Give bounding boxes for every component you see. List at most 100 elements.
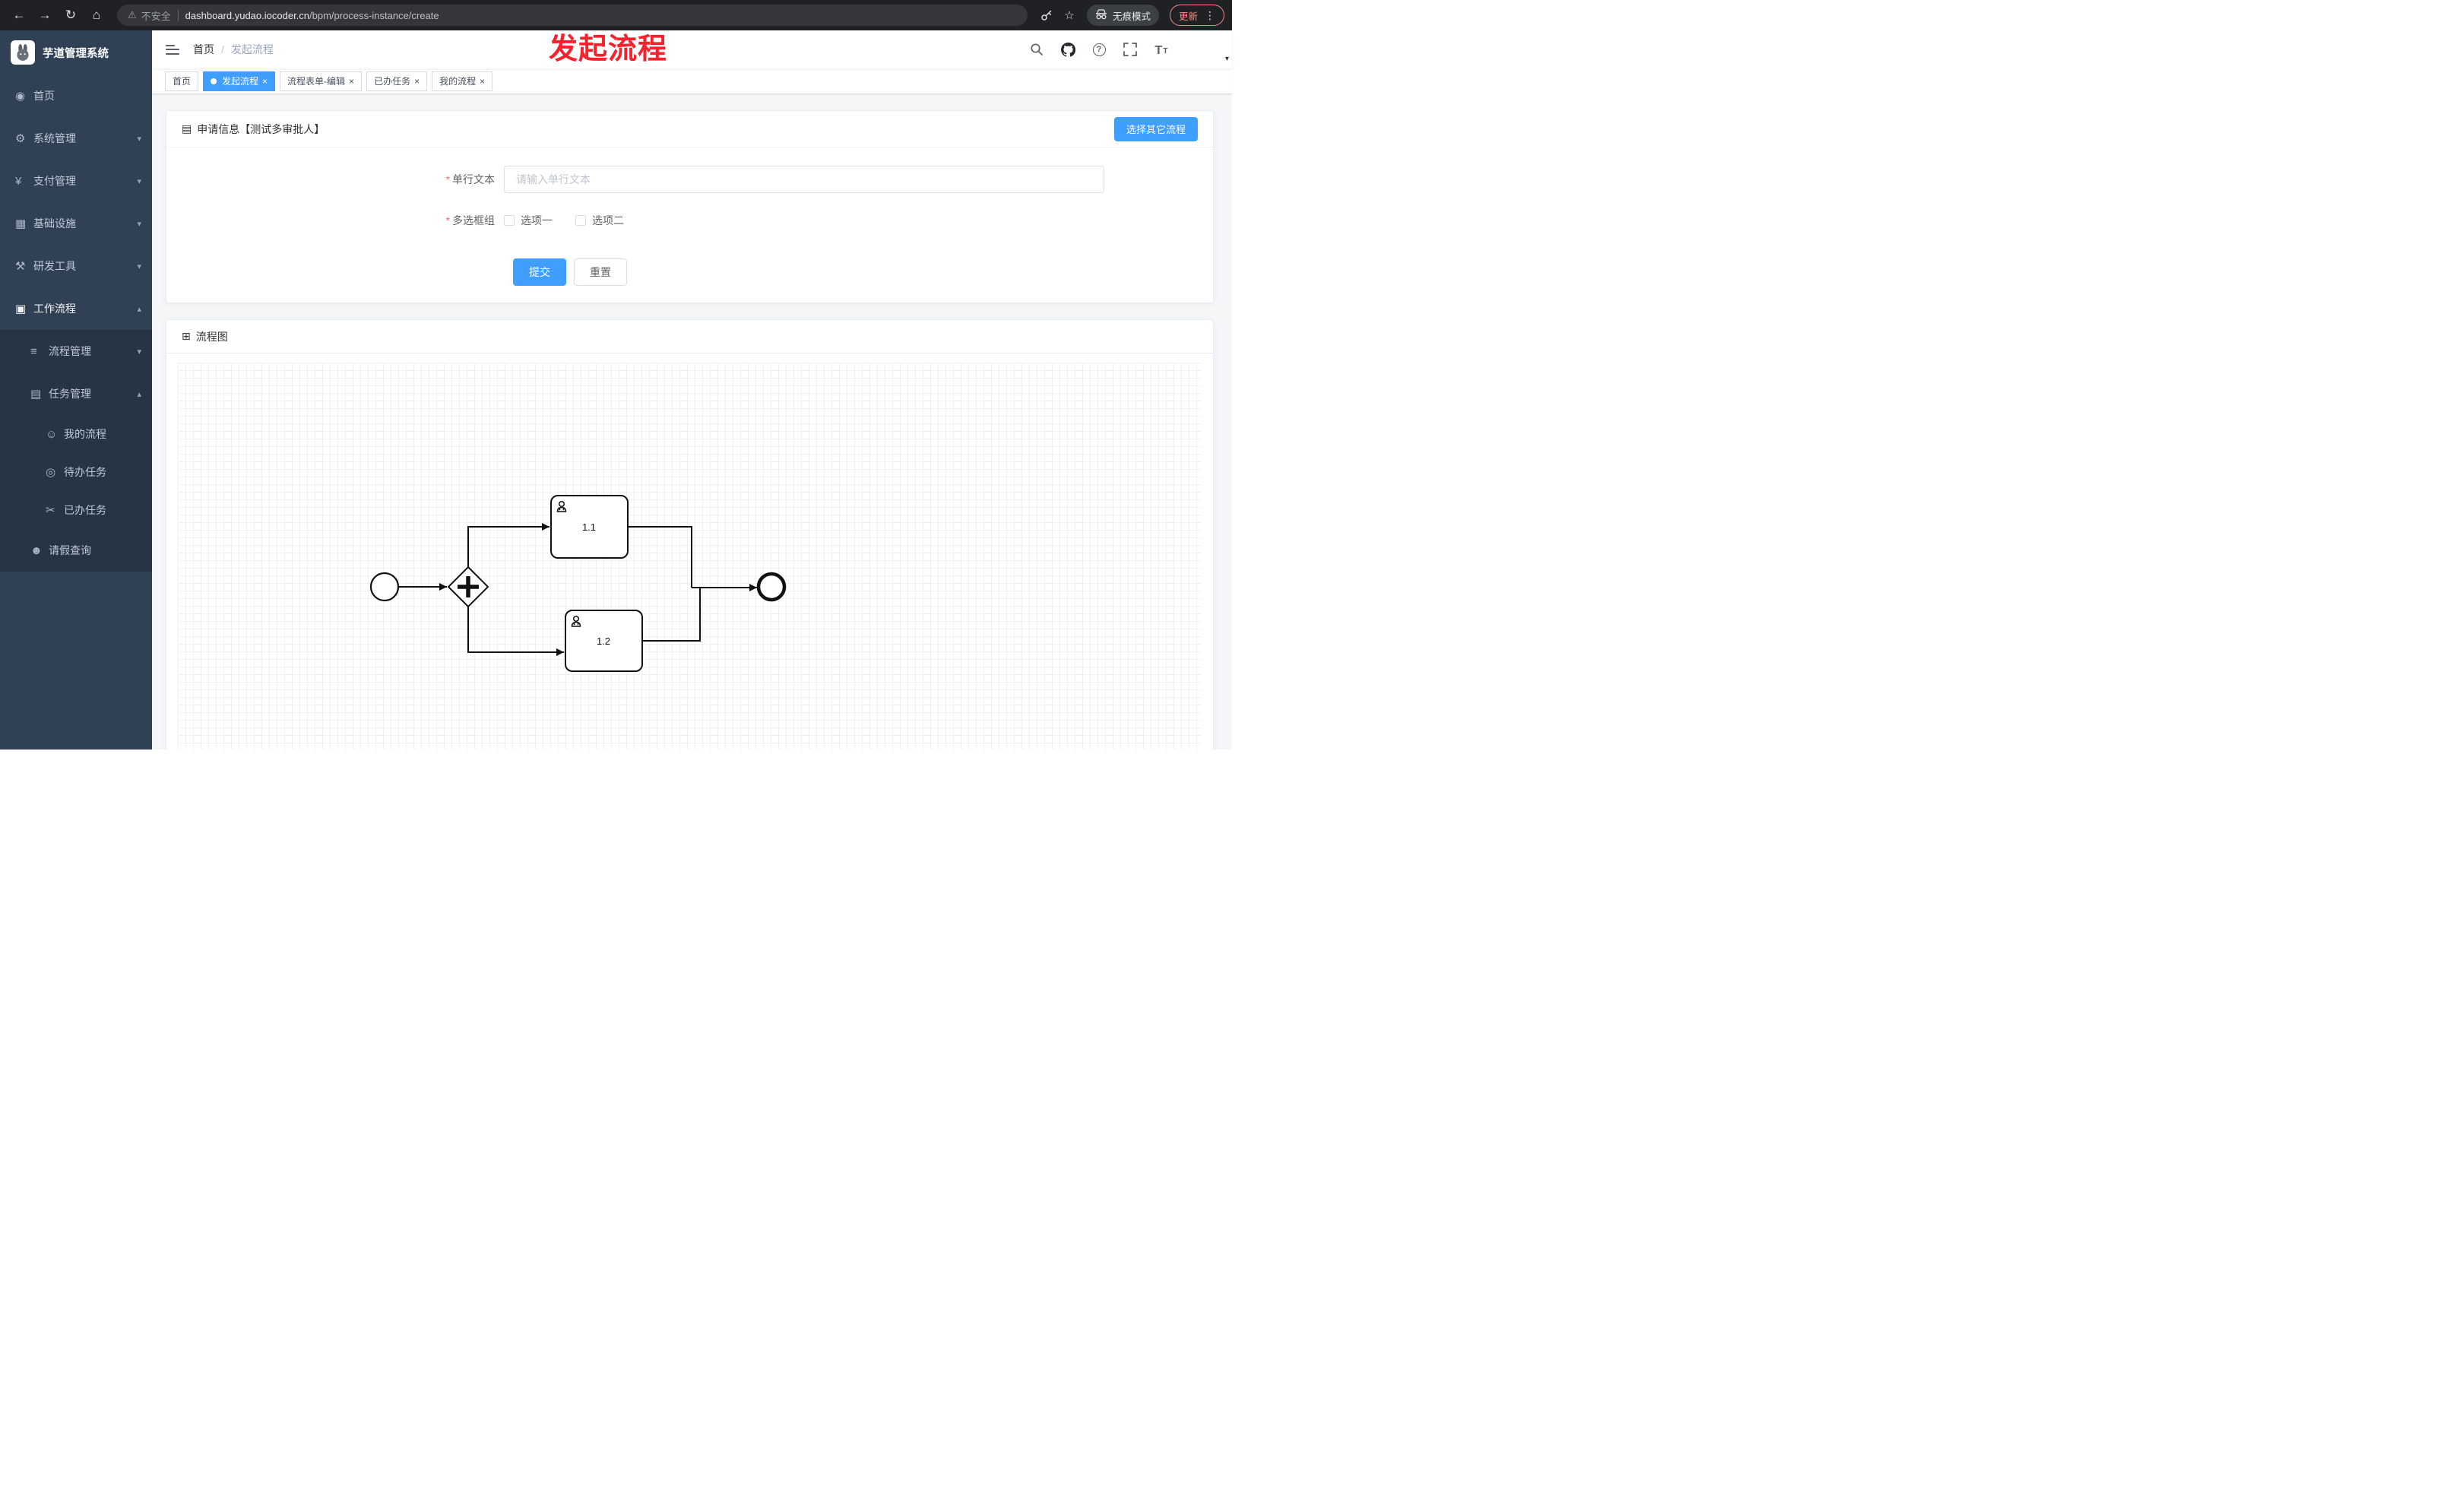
incognito-badge: 无痕模式: [1086, 5, 1159, 26]
address-bar[interactable]: ⚠ 不安全 dashboard.yudao.iocoder.cn/bpm/pro…: [117, 5, 1028, 26]
task2-label: 1.2: [597, 635, 610, 647]
diagram-card-header: ⊞ 流程图: [166, 320, 1213, 353]
security-indicator[interactable]: ⚠ 不安全: [128, 8, 171, 23]
single-line-text-label: *单行文本: [445, 173, 495, 185]
sidebar-item-my-process[interactable]: ☺ 我的流程: [46, 427, 106, 441]
user-icon: [571, 615, 581, 627]
app-logo[interactable]: 芋道管理系统: [0, 30, 152, 74]
fullscreen-icon[interactable]: [1123, 42, 1138, 57]
bpmn-canvas[interactable]: 1.1 1.2: [178, 363, 1202, 750]
tab-create-process[interactable]: 发起流程 ×: [203, 71, 276, 91]
person-icon: ☻: [30, 544, 43, 557]
reset-button[interactable]: 重置: [574, 258, 627, 286]
sequence-flows[interactable]: [398, 523, 757, 656]
browser-home-icon[interactable]: ⌂: [92, 8, 101, 22]
browser-back-icon[interactable]: ←: [12, 8, 26, 22]
sidebar-item-workflow[interactable]: ▣ 工作流程 ▴: [15, 303, 141, 315]
breadcrumb-home[interactable]: 首页: [193, 43, 214, 55]
warning-icon: ⚠: [128, 9, 137, 21]
sidebar-item-process-management[interactable]: ≡ 流程管理 ▾: [30, 344, 141, 358]
process-diagram-card: ⊞ 流程图: [166, 319, 1214, 750]
browser-refresh-icon[interactable]: ↻: [65, 8, 77, 22]
browser-menu-icon[interactable]: ⋮: [1205, 8, 1215, 21]
process-form: *单行文本 *多选框组 选项一 选项二 提交 重置: [166, 147, 1213, 303]
form-card-title: 申请信息【测试多审批人】: [197, 122, 325, 135]
breadcrumb-current: 发起流程: [230, 43, 274, 55]
yen-icon: ¥: [15, 174, 22, 188]
checkbox-option-1[interactable]: 选项一: [504, 213, 553, 228]
chevron-down-icon: ▾: [137, 219, 141, 229]
dashboard-icon: ◉: [15, 90, 26, 103]
address-divider: [177, 9, 179, 21]
sidebar-item-payment[interactable]: ¥ 支付管理 ▾: [15, 174, 141, 188]
sidebar-item-system[interactable]: ⚙ 系统管理 ▾: [15, 132, 141, 145]
incognito-icon: [1095, 8, 1107, 22]
form-icon: ▤: [182, 122, 192, 135]
key-icon[interactable]: [1037, 9, 1056, 21]
menu-fold-icon[interactable]: [152, 30, 193, 68]
flow-task2-to-join: [642, 588, 701, 642]
diagram-card-body: 1.1 1.2: [166, 353, 1213, 750]
browser-forward-icon[interactable]: →: [38, 8, 52, 22]
checkbox-group: 选项一 选项二: [504, 213, 624, 228]
sidebar-item-infrastructure[interactable]: ▦ 基础设施 ▾: [15, 217, 141, 230]
task-list-icon: ▤: [30, 388, 42, 401]
breadcrumb: 首页 / 发起流程: [193, 42, 274, 57]
browser-update-button[interactable]: 更新 ⋮: [1169, 5, 1224, 26]
user-icon: [556, 500, 567, 512]
form-item-single-line-text: *单行文本: [182, 166, 1198, 193]
checkbox-option-2[interactable]: 选项二: [575, 213, 624, 228]
close-icon[interactable]: ×: [349, 75, 355, 87]
update-label: 更新: [1178, 11, 1198, 22]
tools-icon: ⚒: [15, 260, 26, 273]
sidebar-item-devtools[interactable]: ⚒ 研发工具 ▾: [15, 260, 141, 273]
form-actions: 提交 重置: [513, 258, 1198, 286]
required-asterisk: *: [445, 173, 450, 185]
user-task-2[interactable]: 1.2: [565, 610, 643, 672]
user-task-1[interactable]: 1.1: [550, 495, 629, 559]
submit-button[interactable]: 提交: [513, 258, 566, 286]
github-icon[interactable]: [1060, 42, 1075, 57]
my-process-icon: ☺: [46, 427, 58, 441]
chevron-down-icon: ▾: [137, 176, 141, 186]
process-list-icon: ≡: [30, 344, 37, 358]
close-icon[interactable]: ×: [262, 75, 268, 87]
help-icon[interactable]: ?: [1091, 42, 1107, 57]
sidebar-item-home[interactable]: ◉ 首页: [15, 90, 55, 103]
bpmn-diagram[interactable]: 1.1 1.2: [178, 363, 1202, 750]
single-line-text-input[interactable]: [504, 166, 1104, 193]
checkbox-group-label: *多选框组: [445, 214, 495, 227]
checkbox-box[interactable]: [504, 215, 515, 226]
sidebar-item-leave-query[interactable]: ☻ 请假查询: [30, 544, 91, 557]
logo-avatar: [11, 40, 35, 65]
tab-done-tasks[interactable]: 已办任务 ×: [366, 71, 428, 91]
tab-home[interactable]: 首页: [165, 71, 199, 91]
user-avatar[interactable]: ▾: [1188, 35, 1229, 64]
checkbox-box[interactable]: [575, 215, 586, 226]
sidebar-item-todo-tasks[interactable]: ◎ 待办任务: [46, 466, 106, 479]
form-item-checkbox-group: *多选框组 选项一 选项二: [182, 213, 1198, 228]
eye-icon: ◎: [46, 466, 56, 479]
required-asterisk: *: [445, 214, 450, 227]
flow-gateway-to-task1: [467, 523, 549, 567]
security-label: 不安全: [141, 10, 171, 22]
sidebar: 芋道管理系统 ◉ 首页 ⚙ 系统管理 ▾ ¥ 支付管理 ▾ ▦ 基础设施 ▾ ⚒…: [0, 30, 152, 750]
close-icon[interactable]: ×: [480, 75, 486, 87]
sidebar-item-done-tasks[interactable]: ✂ 已办任务: [46, 504, 106, 517]
parallel-gateway[interactable]: [447, 566, 489, 608]
choose-other-process-button[interactable]: 选择其它流程: [1113, 116, 1198, 141]
app-title: 芋道管理系统: [43, 47, 109, 60]
bookmark-star-icon[interactable]: ☆: [1064, 9, 1075, 22]
sidebar-item-task-management[interactable]: ▤ 任务管理 ▴: [30, 388, 141, 401]
start-event[interactable]: [369, 572, 400, 602]
close-icon[interactable]: ×: [414, 75, 420, 87]
tab-form-edit[interactable]: 流程表单-编辑 ×: [280, 71, 363, 91]
done-tasks-icon: ✂: [46, 504, 55, 517]
caret-down-icon[interactable]: ▾: [1224, 55, 1229, 63]
tab-my-process[interactable]: 我的流程 ×: [432, 71, 493, 91]
search-icon[interactable]: [1029, 42, 1044, 57]
end-event[interactable]: [756, 572, 787, 602]
browser-toolbar: ← → ↻ ⌂ ⚠ 不安全 dashboard.yudao.iocoder.cn…: [0, 0, 1232, 30]
